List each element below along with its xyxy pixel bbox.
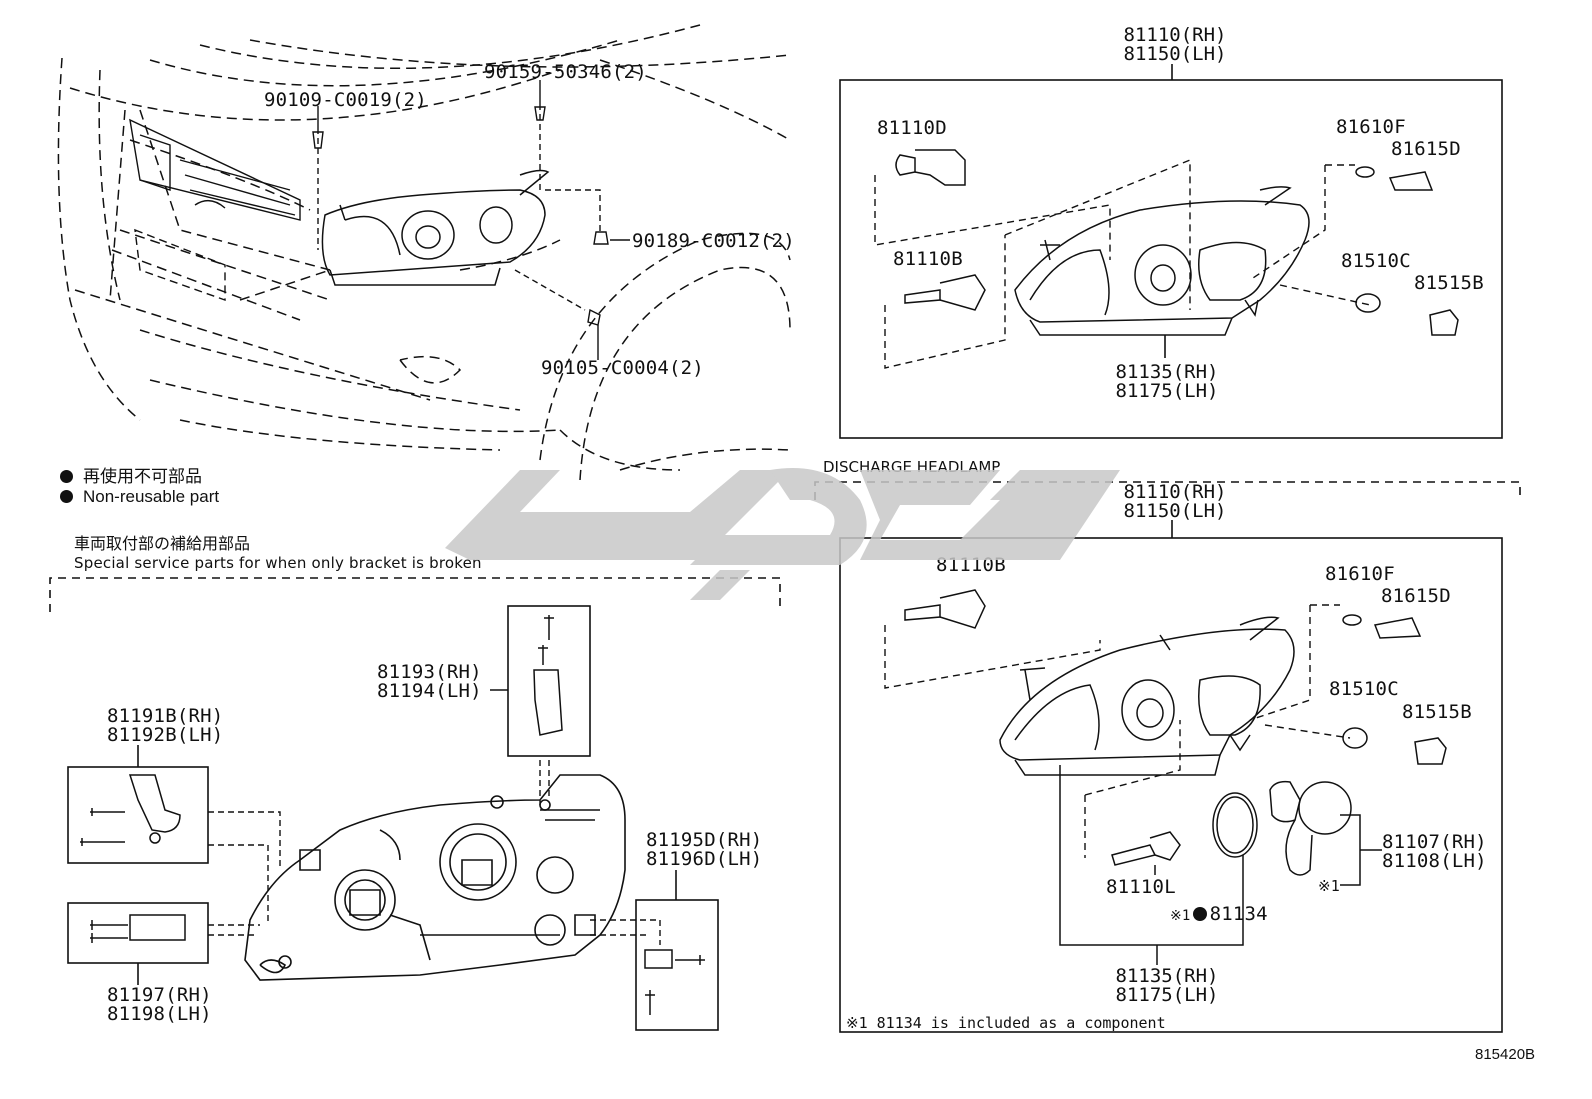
discharge-bracket [814, 481, 1521, 500]
discharge-title: DISCHARGE HEADLAMP [823, 458, 1001, 476]
label-dis-81515b: 81515B [1402, 701, 1472, 723]
service-jp: 車両取付部の補給用部品 [74, 536, 251, 553]
car-fasteners [312, 80, 630, 360]
service-headlamp [244, 774, 626, 981]
label-top-81110d: 81110D [877, 117, 947, 139]
discharge-bulbs [904, 589, 1447, 876]
label-90109: 90109-C0019(2) [264, 89, 427, 111]
non-reusable-dot-icon [60, 490, 73, 503]
label-dis-81134-row: ※1 81134 [1170, 904, 1268, 926]
label-dis-81615d: 81615D [1381, 585, 1451, 607]
label-top-81610f: 81610F [1336, 116, 1406, 138]
label-top-81110b: 81110B [893, 248, 963, 270]
legend-jp-row: 再使用不可部品 [60, 462, 202, 487]
label-dis-81134-mark: ※1 [1170, 908, 1191, 924]
box-81193 [507, 605, 591, 757]
legend-en: Non-reusable part [83, 487, 220, 506]
box-81195d [635, 899, 719, 1031]
label-dis-mark1: ※1 [1318, 877, 1340, 895]
box-81197 [67, 902, 209, 964]
label-dis-81135: 81135(RH) [1115, 965, 1219, 987]
legend-jp: 再使用不可部品 [83, 467, 202, 486]
discharge-leaders [1059, 765, 1382, 965]
label-top-rh: 81110(RH) [1123, 24, 1227, 46]
label-dis-81110b: 81110B [936, 554, 1006, 576]
halogen-bulbs [895, 149, 1459, 336]
car-grille [129, 118, 301, 301]
label-81193: 81193(RH) [377, 661, 482, 683]
label-top-81615d: 81615D [1391, 138, 1461, 160]
label-dis-81510c: 81510C [1329, 678, 1399, 700]
label-top-81515b: 81515B [1414, 272, 1484, 294]
non-reusable-dot-icon [1192, 907, 1207, 921]
label-dis-81134: 81134 [1209, 903, 1268, 925]
halogen-assembly-box [839, 79, 1503, 439]
box-81191b [67, 766, 209, 864]
label-top-81135: 81135(RH) [1115, 361, 1219, 383]
label-top-81510c: 81510C [1341, 250, 1411, 272]
service-bracket [49, 577, 781, 612]
label-81192b: 81192B(LH) [107, 724, 224, 746]
discharge-headlamp [999, 616, 1295, 776]
label-81197: 81197(RH) [107, 984, 212, 1006]
label-81194: 81194(LH) [377, 680, 482, 702]
non-reusable-dot-icon [60, 470, 73, 483]
halogen-headlamp [1014, 186, 1310, 336]
label-dis-81107: 81107(RH) [1382, 831, 1487, 853]
label-dis-81110l: 81110L [1106, 876, 1176, 898]
figure-id: 815420B [1475, 1046, 1536, 1063]
car-headlamp-small [321, 169, 550, 286]
label-90189: 90189-C0012(2) [632, 230, 795, 252]
label-dis-lh: 81150(LH) [1123, 500, 1227, 522]
legend-en-row: Non-reusable part [60, 487, 219, 507]
discharge-dashed-guides [884, 604, 1351, 858]
label-dis-rh: 81110(RH) [1123, 481, 1227, 503]
label-81191b: 81191B(RH) [107, 705, 224, 727]
halogen-dashed-guides [874, 158, 1371, 369]
label-dis-81610f: 81610F [1325, 563, 1395, 585]
service-en: Special service parts for when only brac… [74, 554, 482, 572]
label-top-81175: 81175(LH) [1115, 380, 1219, 402]
car-body-outline [57, 24, 791, 481]
label-dis-81175: 81175(LH) [1115, 984, 1219, 1006]
label-90105: 90105-C0004(2) [541, 357, 704, 379]
footnote: ※1 81134 is included as a component [846, 1014, 1166, 1032]
service-dashed-guides [208, 760, 661, 945]
label-81198: 81198(LH) [107, 1003, 212, 1025]
discharge-assembly-box [839, 537, 1503, 1033]
label-81195d: 81195D(RH) [646, 829, 763, 851]
service-small-parts [80, 615, 705, 1015]
label-90159: 90159-50346(2) [484, 61, 647, 83]
label-81196d: 81196D(LH) [646, 848, 763, 870]
label-dis-81108: 81108(LH) [1382, 850, 1487, 872]
label-top-lh: 81150(LH) [1123, 43, 1227, 65]
